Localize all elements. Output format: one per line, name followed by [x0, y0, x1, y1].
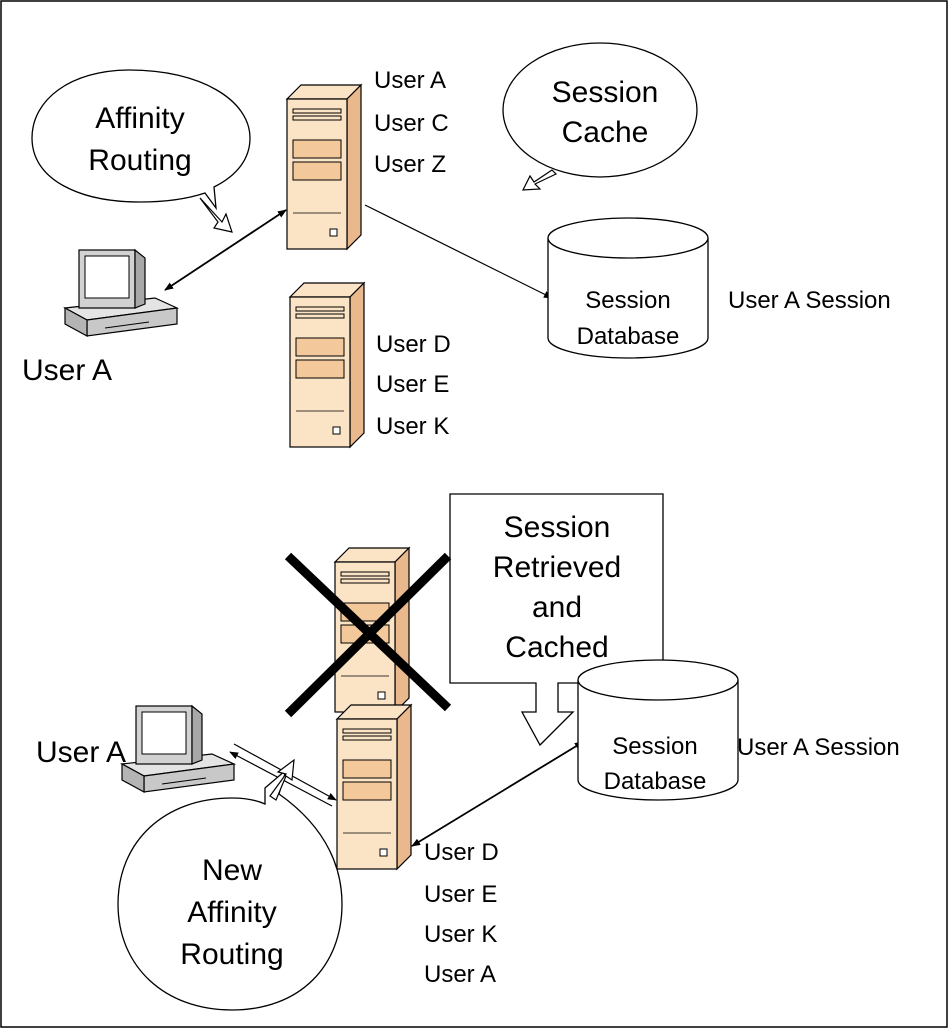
top-db-side-label: User A Session — [728, 287, 891, 314]
affinity-bubble-line-2: Routing — [88, 144, 191, 177]
callout-line-2: Retrieved — [493, 551, 621, 584]
callout-line-4: Cached — [505, 631, 608, 664]
server2-user-2: User E — [376, 371, 449, 398]
cache-pointer-icon — [521, 169, 558, 191]
bottom-db-label-line-2: Database — [604, 768, 707, 795]
active-server-user-3: User K — [424, 921, 497, 948]
session-cache-bubble: Session Cache — [502, 42, 698, 178]
bottom-client-computer-icon — [121, 705, 235, 793]
bottom-scenario: Session Retrieved and Cached User A User… — [36, 493, 900, 1011]
db-label-line-1: Session — [585, 287, 670, 314]
affinity-bubble-line-1: Affinity — [95, 102, 185, 135]
new-affinity-line-2: Affinity — [187, 896, 277, 929]
active-server-user-1: User D — [424, 839, 499, 866]
callout-line-3: and — [532, 591, 582, 624]
server1-user-2: User C — [374, 110, 449, 137]
client-computer-icon — [64, 249, 178, 337]
new-affinity-routing-bubble: New Affinity Routing — [117, 768, 343, 1011]
affinity-routing-bubble: Affinity Routing — [31, 69, 251, 211]
active-server-icon — [336, 704, 412, 870]
callout-line-1: Session — [504, 511, 611, 544]
server2-user-1: User D — [376, 331, 451, 358]
session-retrieve-connection — [411, 741, 584, 847]
cache-bubble-line-2: Cache — [562, 116, 649, 149]
top-scenario: Affinity Routing Session Cache User A Us… — [22, 42, 891, 448]
new-affinity-line-1: New — [202, 854, 262, 887]
top-client-label: User A — [22, 354, 112, 387]
server1-user-3: User Z — [374, 151, 446, 178]
server-1-icon — [286, 84, 362, 250]
bottom-client-label: User A — [36, 736, 126, 769]
bottom-db-label-line-1: Session — [612, 733, 697, 760]
session-persist-connection — [364, 204, 553, 299]
bottom-db-side-label: User A Session — [737, 734, 900, 761]
active-server-user-4: User A — [424, 961, 496, 988]
affinity-connection — [164, 209, 287, 291]
failure-cross-line-2 — [284, 552, 452, 718]
server-2-icon — [289, 282, 365, 448]
active-server-user-2: User E — [424, 881, 497, 908]
new-affinity-pointer-icon — [269, 758, 295, 801]
db-label-line-2: Database — [577, 323, 680, 350]
new-affinity-line-3: Routing — [180, 938, 283, 971]
server2-user-3: User K — [376, 413, 449, 440]
server1-user-1: User A — [374, 67, 446, 94]
cache-bubble-line-1: Session — [552, 76, 659, 109]
